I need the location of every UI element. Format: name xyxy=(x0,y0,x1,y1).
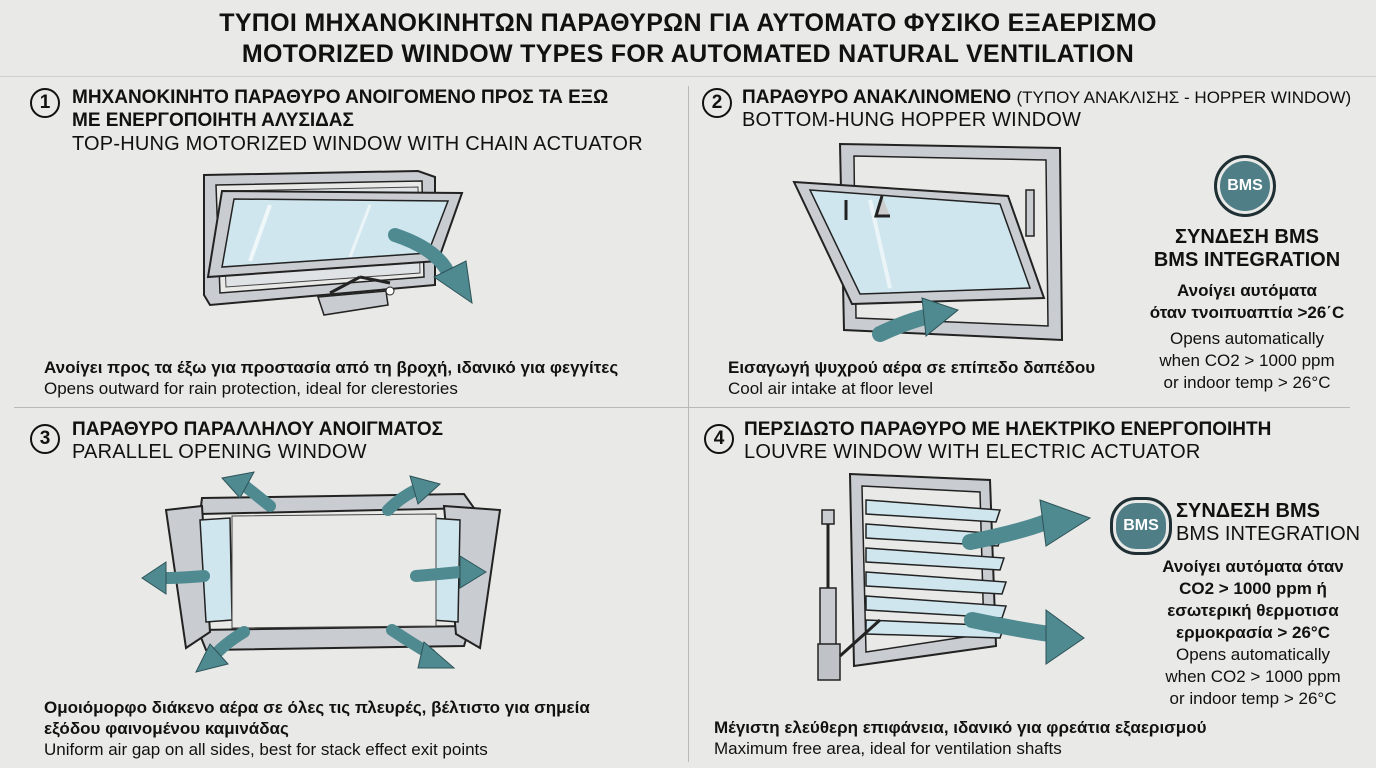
top-hung-window-illustration xyxy=(203,169,473,316)
panel-4-caption: Μέγιστη ελεύθερη επιφάνεια, ιδανικό για … xyxy=(714,718,1207,758)
panel-number-3: 3 xyxy=(30,424,60,454)
panel-number-4: 4 xyxy=(704,424,734,454)
panel-4-greek-title: ΠΕΡΣΙΔΩΤΟ ΠΑΡΑΘΥΡΟ ΜΕ ΗΛΕΚΤΡΙΚΟ ΕΝΕΡΓΟΠΟ… xyxy=(744,419,1272,440)
panel-4-bms-info: Ανοίγει αυτόματα όταν CO2 > 1000 ppm ή ε… xyxy=(1162,557,1344,708)
open-sash xyxy=(792,180,1046,306)
panel-number-2: 2 xyxy=(702,88,732,118)
open-sash xyxy=(206,189,464,279)
chain-actuator xyxy=(316,275,395,316)
louvre-window-illustration xyxy=(817,472,1092,681)
page-title: ΤΥΠΟΙ ΜΗΧΑΝΟΚΙΝΗΤΩΝ ΠΑΡΑΘΥΡΩΝ ΓΙΑ ΑΥΤΟΜΑ… xyxy=(0,8,1376,70)
panel-1-greek-title: ΜΗΧΑΝΟΚΙΝΗΤΟ ΠΑΡΑΘΥΡΟ ΑΝΟΙΓΟΜΕΝΟ ΠΡΟΣ ΤΑ… xyxy=(72,87,609,131)
hopper-window-illustration xyxy=(792,142,1064,342)
panel-3-english-title: PARALLEL OPENING WINDOW xyxy=(72,441,367,463)
panel-3-caption: Ομοιόμορφο διάκενο αέρα σε όλες τις πλευ… xyxy=(44,698,590,759)
airflow-arrows xyxy=(141,471,487,673)
title-greek: ΤΥΠΟΙ ΜΗΧΑΝΟΚΙΝΗΤΩΝ ΠΑΡΑΘΥΡΩΝ ΓΙΑ ΑΥΤΟΜΑ… xyxy=(219,9,1157,37)
panel-4-english-title: LOUVRE WINDOW WITH ELECTRIC ACTUATOR xyxy=(744,441,1201,463)
title-divider xyxy=(0,76,1376,77)
panel-3-greek-title: ΠΑΡΑΘΥΡΟ ΠΑΡΑΛΛΗΛΟΥ ΑΝΟΙΓΜΑΤΟΣ xyxy=(72,419,444,440)
panel-1-english-title: TOP-HUNG MOTORIZED WINDOW WITH CHAIN ACT… xyxy=(72,133,643,155)
parallel-window-illustration xyxy=(141,471,502,673)
panel-2-greek-title: ΠΑΡΑΘΥΡΟ ΑΝΑΚΛΙΝΟΜΕΝΟ (ΤΥΠΟΥ ΑΝΑΚΛΙΣΗΣ -… xyxy=(742,87,1352,108)
title-english: MOTORIZED WINDOW TYPES FOR AUTOMATED NAT… xyxy=(241,40,1135,68)
panel-number-1: 1 xyxy=(30,88,60,118)
bms-badge: BMS xyxy=(1214,155,1276,217)
electric-actuator xyxy=(817,509,882,681)
panel-2-english-title: BOTTOM-HUNG HOPPER WINDOW xyxy=(742,109,1082,131)
louvre-blades xyxy=(865,499,1008,639)
airflow-arrow xyxy=(872,297,960,342)
panel-2-caption: Εισαγωγή ψυχρού αέρα σε επίπεδο δαπέδου … xyxy=(728,358,1096,398)
sash-hinge-arms xyxy=(844,189,1035,237)
horizontal-divider xyxy=(14,407,1350,408)
vertical-divider xyxy=(688,86,689,762)
panel-2-bms-info: ΣΥΝΔΕΣΗ BMS BMS INTEGRATION Ανοίγει αυτό… xyxy=(1149,226,1345,392)
panel-1-caption: Ανοίγει προς τα έξω για προστασία από τη… xyxy=(44,358,619,398)
airflow-arrows xyxy=(962,499,1092,665)
panel-4-bms-title: ΣΥΝΔΕΣΗ BMS BMS INTEGRATION xyxy=(1176,500,1361,545)
bms-badge: BMS xyxy=(1110,497,1172,555)
airflow-arrow xyxy=(388,228,473,305)
